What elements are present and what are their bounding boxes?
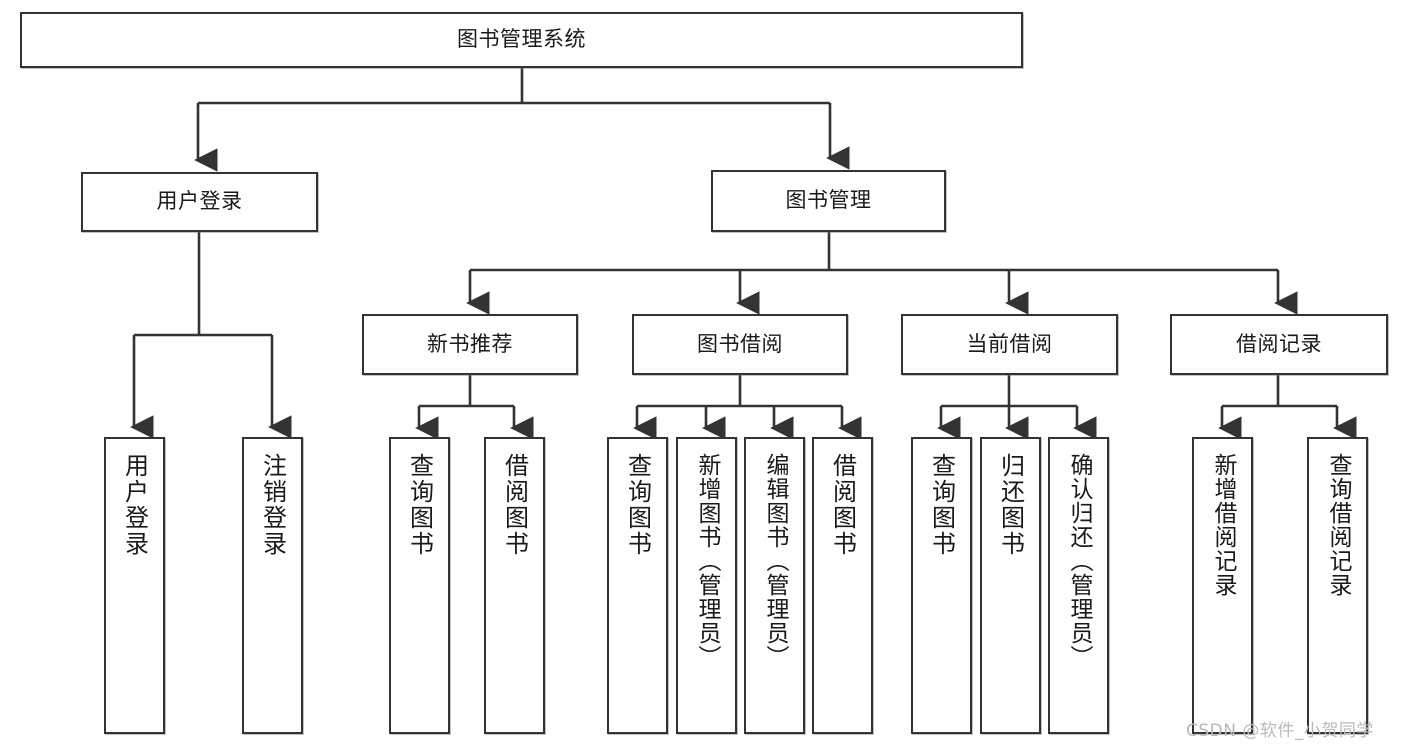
node-leaf-logout-login[interactable]: 注销登录 <box>242 437 303 734</box>
node-label: 新书推荐 <box>427 331 513 356</box>
node-root-book-management-system[interactable]: 图书管理系统 <box>20 12 1023 68</box>
node-label: 借阅图书 <box>500 453 529 557</box>
node-label: 查询图书 <box>405 453 434 557</box>
node-borrow-record[interactable]: 借阅记录 <box>1170 314 1388 375</box>
node-label: 确认归还（管理员） <box>1066 453 1092 669</box>
node-leaf-query-book-current[interactable]: 查询图书 <box>911 437 972 734</box>
node-label: 图书借阅 <box>697 331 783 356</box>
node-label: 新增图书（管理员） <box>694 453 720 669</box>
node-label: 借阅图书 <box>828 453 857 557</box>
node-label: 编辑图书（管理员） <box>762 453 788 669</box>
node-label: 用户登录 <box>120 453 149 557</box>
node-leaf-confirm-return-admin[interactable]: 确认归还（管理员） <box>1048 437 1109 734</box>
node-leaf-return-book[interactable]: 归还图书 <box>980 437 1041 734</box>
node-label: 当前借阅 <box>966 331 1053 356</box>
node-label: 查询借阅记录 <box>1325 453 1351 597</box>
node-leaf-query-book-recommend[interactable]: 查询图书 <box>389 437 450 734</box>
node-label: 注销登录 <box>258 453 287 557</box>
node-leaf-query-borrow-record[interactable]: 查询借阅记录 <box>1307 437 1368 734</box>
node-leaf-add-borrow-record[interactable]: 新增借阅记录 <box>1192 437 1253 734</box>
csdn-watermark: CSDN @软件_小贺同学 <box>1186 721 1374 741</box>
node-label: 查询图书 <box>927 453 956 557</box>
node-label: 新增借阅记录 <box>1210 453 1236 597</box>
node-label: 查询图书 <box>623 453 652 557</box>
node-user-login[interactable]: 用户登录 <box>81 172 318 232</box>
node-current-borrow[interactable]: 当前借阅 <box>901 314 1118 375</box>
node-leaf-query-book-borrow[interactable]: 查询图书 <box>607 437 668 734</box>
node-leaf-add-book-admin[interactable]: 新增图书（管理员） <box>676 437 737 734</box>
node-leaf-borrow-book-borrow[interactable]: 借阅图书 <box>812 437 873 734</box>
node-label: 借阅记录 <box>1236 331 1322 356</box>
node-label: 归还图书 <box>996 453 1025 557</box>
node-label: 用户登录 <box>156 189 243 214</box>
node-leaf-edit-book-admin[interactable]: 编辑图书（管理员） <box>744 437 805 734</box>
node-label: 图书管理系统 <box>457 27 586 52</box>
node-label: 图书管理 <box>785 188 872 213</box>
node-book-manage[interactable]: 图书管理 <box>711 170 946 232</box>
node-leaf-borrow-book-recommend[interactable]: 借阅图书 <box>484 437 545 734</box>
node-leaf-user-login[interactable]: 用户登录 <box>104 437 165 734</box>
node-new-book-recommend[interactable]: 新书推荐 <box>362 314 578 375</box>
node-book-borrow[interactable]: 图书借阅 <box>632 314 848 375</box>
